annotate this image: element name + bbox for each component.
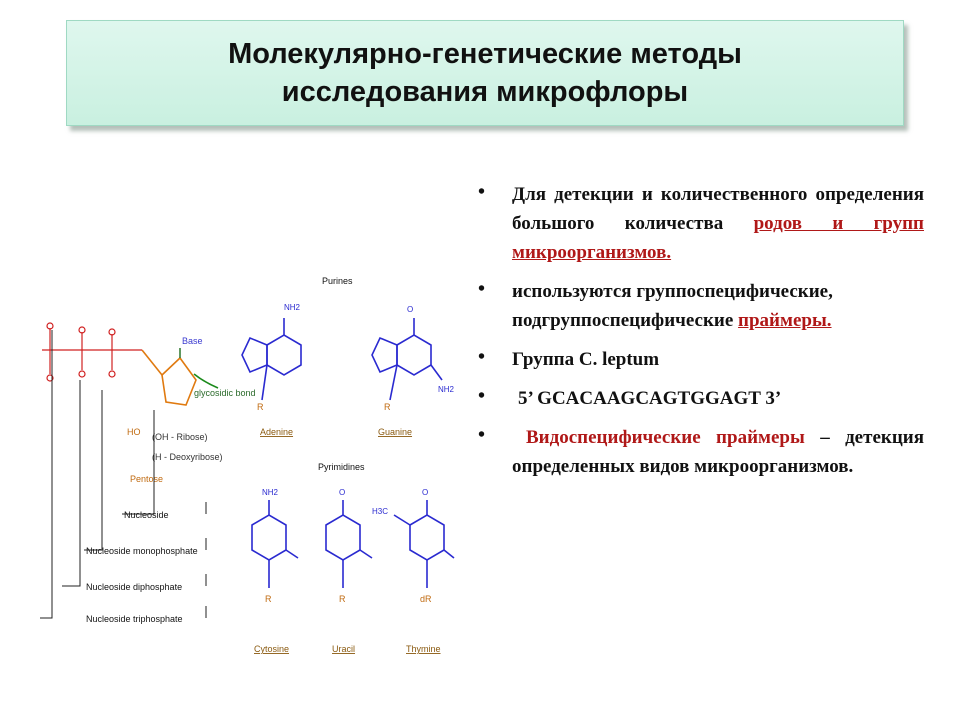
ribose-label: (OH - Ribose): [152, 432, 208, 442]
pentose-label: Pentose: [130, 474, 163, 484]
svg-text:R: R: [339, 594, 346, 604]
bullet-item-sequence: • 5’ GCACAAGCAGTGGAGT 3’: [478, 384, 924, 413]
cytosine-structure: [251, 500, 299, 588]
thymine-label: Thymine: [406, 644, 441, 654]
nucleoside-label: Nucleoside: [124, 510, 169, 520]
uracil-label: Uracil: [332, 644, 355, 654]
svg-text:O: O: [339, 488, 345, 497]
nucleoside-diphosphate-label: Nucleoside diphosphate: [86, 582, 182, 592]
title-line-1: Молекулярно-генетические методы: [228, 38, 742, 70]
pentose-ring: [141, 349, 197, 406]
bullet-dot-icon: •: [478, 424, 486, 446]
oh-label: HO: [127, 427, 141, 437]
nucleoside-triphosphate-label: Nucleoside triphosphate: [86, 614, 183, 624]
nucleotide-diagram: Base glycosidic bond HO (OH - Ribose) (H…: [40, 276, 455, 654]
svg-text:R: R: [257, 402, 264, 412]
pyrimidines-label: Pyrimidines: [318, 462, 365, 472]
thymine-structure: [393, 500, 455, 588]
bullet-dot-icon: •: [478, 385, 486, 407]
bullet-dot-icon: •: [478, 346, 486, 368]
guanine-label: Guanine: [378, 427, 412, 437]
phosphate-chain: [42, 322, 142, 382]
primers-link[interactable]: праймеры.: [738, 310, 832, 331]
adenine-structure: [241, 318, 302, 401]
bullet-dot-icon: •: [478, 278, 486, 300]
deoxyribose-label: (H - Deoxyribose): [152, 452, 223, 462]
title-box: Молекулярно-генетические методы исследов…: [66, 20, 904, 126]
purines-label: Purines: [322, 276, 353, 286]
svg-text:O: O: [422, 488, 428, 497]
svg-text:O: O: [407, 305, 413, 314]
svg-text:dR: dR: [420, 594, 432, 604]
species-primers-text: Видоспецифические праймеры: [526, 427, 805, 448]
bullet-item-species: • Видоспецифические праймеры – детекция …: [478, 423, 924, 481]
genera-groups-link[interactable]: родов и групп микроорганизмов.: [512, 213, 924, 263]
svg-text:H3C: H3C: [372, 507, 388, 516]
nucleotide-figure: Base glycosidic bond HO (OH - Ribose) (H…: [22, 270, 456, 662]
svg-text:R: R: [384, 402, 391, 412]
bullet-item-primers: • используются группоспецифические, подг…: [478, 277, 924, 335]
bullet-item-group: • Группа С. leptum: [478, 345, 924, 374]
svg-text:R: R: [265, 594, 272, 604]
adenine-label: Adenine: [260, 427, 293, 437]
bracket-lines: [40, 330, 207, 619]
base-label: Base: [182, 336, 203, 346]
guanine-structure: [371, 318, 443, 401]
svg-text:NH2: NH2: [438, 385, 455, 394]
bullet-list: • Для детекции и количественного определ…: [478, 180, 924, 491]
title-line-2: исследования микрофлоры: [281, 76, 689, 108]
glycosidic-label: glycosidic bond: [194, 388, 256, 398]
uracil-structure: [325, 500, 373, 588]
cytosine-label: Cytosine: [254, 644, 289, 654]
svg-text:NH2: NH2: [284, 303, 301, 312]
svg-text:NH2: NH2: [262, 488, 279, 497]
bullet-item-detection: • Для детекции и количественного определ…: [478, 180, 924, 267]
nucleoside-monophosphate-label: Nucleoside monophosphate: [86, 546, 198, 556]
bullet-dot-icon: •: [478, 181, 486, 203]
